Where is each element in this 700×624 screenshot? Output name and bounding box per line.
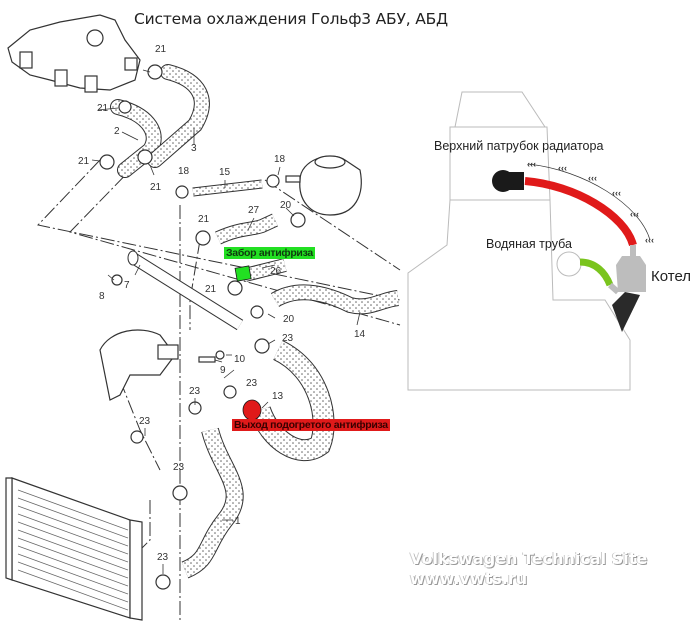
clamp	[172, 485, 188, 501]
water-pipe-end	[556, 251, 582, 277]
flow-marker: ‹‹‹	[527, 159, 536, 169]
part-number-9: 9	[220, 365, 226, 376]
flow-marker: ‹‹‹	[645, 235, 654, 245]
heater-label: Котел	[651, 268, 692, 285]
part-number-15: 15	[219, 167, 231, 178]
hose-27	[215, 213, 278, 245]
clamp	[290, 212, 306, 228]
part-number-23: 23	[173, 462, 185, 473]
upper-radiator-hose	[524, 177, 637, 247]
flow-direction-arc	[527, 163, 651, 241]
water-pipe-label: Водяная труба	[486, 237, 572, 251]
watermark-line1: Volkswagen Technical Site	[410, 549, 648, 568]
flow-marker: ‹‹‹	[558, 163, 567, 173]
part-number-7: 7	[124, 280, 130, 291]
flow-markers: ‹‹‹ ‹‹‹ ‹‹‹ ‹‹‹ ‹‹‹ ‹‹‹	[527, 159, 654, 245]
upper-hose-label: Верхний патрубок радиатора	[434, 139, 604, 153]
intake-highlight	[234, 265, 252, 282]
part-number-20: 20	[280, 200, 292, 211]
part-number-8: 8	[99, 291, 105, 302]
bolt-9	[198, 356, 216, 363]
leader-lines	[37, 159, 401, 620]
water-pipe-hose	[579, 258, 614, 287]
part-number-26: 26	[270, 266, 282, 277]
clamp	[137, 149, 153, 165]
part-number-21: 21	[150, 182, 162, 193]
part-number-18: 18	[274, 154, 286, 165]
part-number-27: 27	[248, 205, 260, 216]
coolant-flange	[99, 329, 179, 401]
part-number-23: 23	[246, 378, 258, 389]
flow-marker: ‹‹‹	[612, 188, 621, 198]
diagram-title: Система охлаждения Гольф3 АБУ, АБД	[134, 10, 448, 28]
hose-3	[147, 64, 210, 168]
part-number-1: 1	[235, 516, 241, 527]
part-number-21: 21	[155, 44, 167, 55]
clamp	[195, 230, 211, 246]
flow-marker: ‹‹‹	[588, 173, 597, 183]
hose-13	[249, 340, 335, 461]
clamp	[250, 305, 264, 319]
part-number-18: 18	[178, 166, 190, 177]
part-number-21: 21	[78, 156, 90, 167]
radiator-plug	[492, 170, 514, 192]
part-numbers: 21 21 2 3 21 21 18 15 18 21 27 20 26 21 …	[78, 44, 366, 563]
part-number-21: 21	[205, 284, 217, 295]
pipe-7	[127, 250, 244, 331]
clamp	[227, 280, 243, 296]
part-number-3: 3	[191, 143, 197, 154]
part-number-23: 23	[157, 552, 169, 563]
seal-10	[215, 350, 225, 360]
part-number-23: 23	[139, 416, 151, 427]
heater-mount	[612, 292, 640, 332]
heater-inlet-stub	[630, 245, 636, 257]
cylinder-head-flange	[7, 14, 141, 93]
hose-26	[243, 258, 287, 282]
hose-15	[192, 179, 263, 197]
clamp	[118, 100, 132, 114]
part-number-21: 21	[198, 214, 210, 225]
hose-14	[270, 284, 400, 315]
expansion-tank	[285, 155, 362, 216]
part-number-20: 20	[283, 314, 295, 325]
outlet-callout: Выход подогретого антифриза	[232, 419, 390, 431]
part-number-2: 2	[114, 126, 120, 137]
clamp	[130, 430, 144, 444]
clamp	[223, 385, 237, 399]
clamp	[99, 154, 115, 170]
callout-ticks	[91, 69, 361, 574]
seal-ring-8	[111, 274, 123, 286]
part-number-21: 21	[97, 103, 109, 114]
clamp	[147, 64, 163, 80]
clamp	[155, 574, 171, 590]
clamp	[266, 174, 280, 188]
part-number-23: 23	[189, 386, 201, 397]
heater-core	[616, 256, 646, 292]
intake-callout: Забор антифриза	[224, 247, 315, 259]
heater-return-stub	[608, 282, 620, 295]
radiator	[5, 477, 143, 621]
clamps	[99, 64, 306, 590]
part-number-14: 14	[354, 329, 366, 340]
watermark-line2: www.vwts.ru	[410, 569, 528, 588]
part-number-23: 23	[282, 333, 294, 344]
flow-marker: ‹‹‹	[630, 209, 639, 219]
part-number-13: 13	[272, 391, 284, 402]
clamp	[175, 185, 189, 199]
part-number-10: 10	[234, 354, 246, 365]
clamp	[254, 338, 270, 354]
